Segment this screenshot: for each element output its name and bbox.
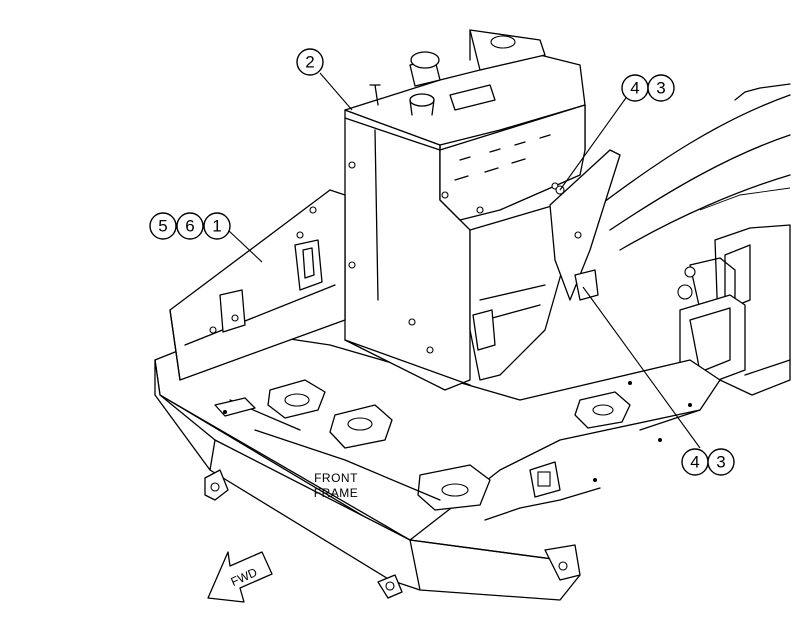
- callout-number: 3: [656, 79, 665, 98]
- callout-number: 1: [212, 217, 221, 236]
- leader-561: [227, 229, 263, 263]
- fwd-arrow-icon: FWD: [207, 551, 273, 603]
- callout-number: 4: [690, 453, 699, 472]
- callout-4-3-top: 4 3: [621, 74, 675, 102]
- front-frame-label: FRONT FRAME: [314, 471, 359, 500]
- callout-number: 6: [185, 217, 194, 236]
- callout-5-6-1: 5 6 1: [149, 212, 231, 240]
- front-frame-label-line1: FRONT: [314, 471, 358, 485]
- leader-lines: [227, 72, 701, 449]
- leader-2: [319, 72, 353, 111]
- callout-2: 2: [296, 48, 324, 76]
- front-frame-label-line2: FRAME: [314, 486, 359, 500]
- machine-body-right: [599, 83, 791, 396]
- callout-number: 2: [305, 53, 314, 72]
- callout-number: 5: [158, 217, 167, 236]
- callout-number: 4: [630, 79, 639, 98]
- callout-4-3-bottom: 4 3: [681, 448, 735, 476]
- front-frame: [154, 329, 721, 601]
- leader-43-bottom: [582, 286, 701, 449]
- side-panel: [169, 189, 346, 381]
- leader-43-top: [559, 94, 629, 191]
- callout-number: 3: [716, 453, 725, 472]
- tank-assembly: [344, 29, 621, 391]
